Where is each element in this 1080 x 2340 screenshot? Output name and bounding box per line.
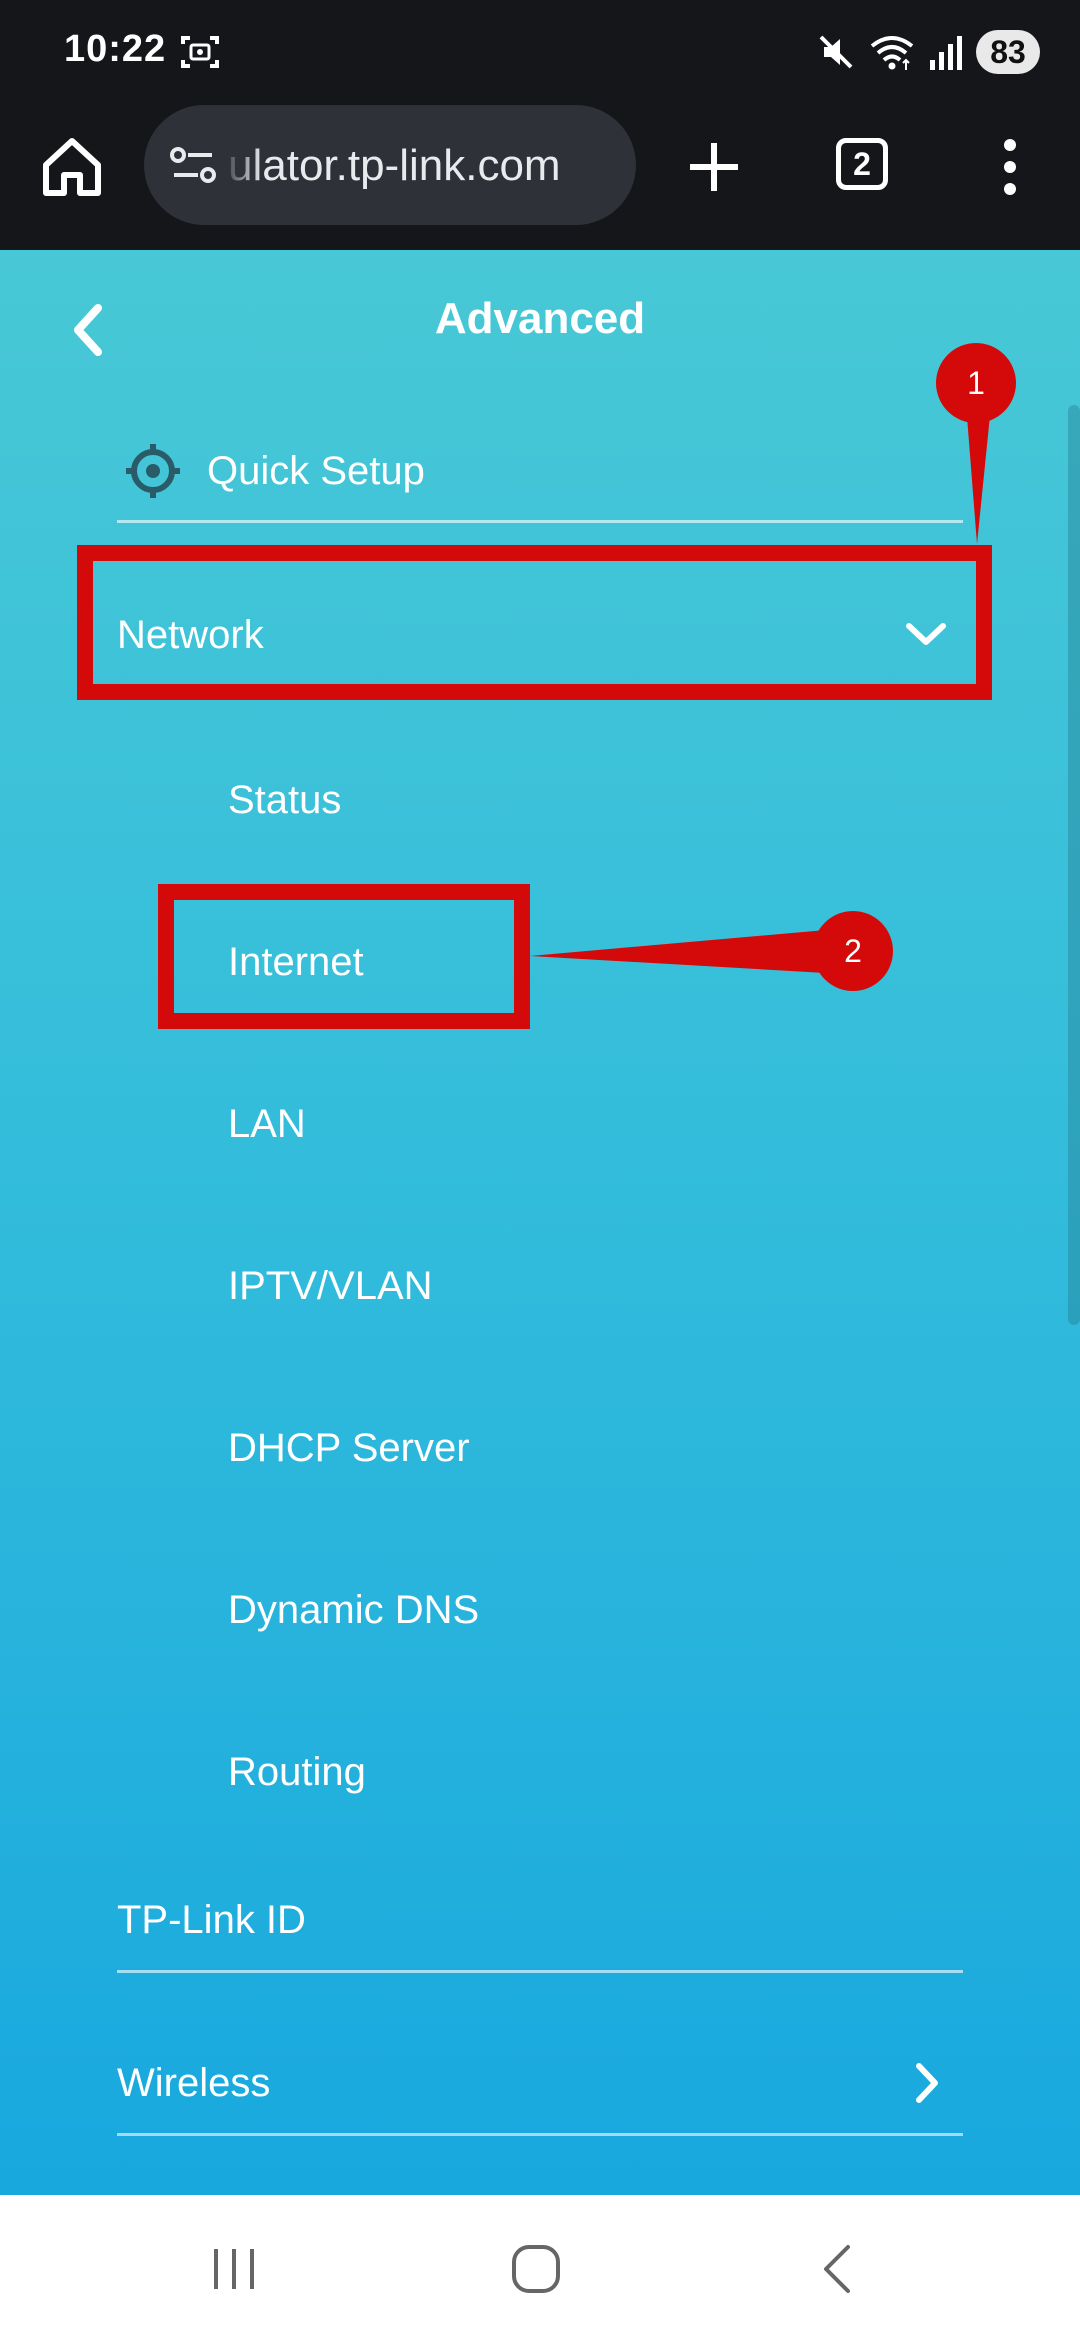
page-scrollbar[interactable] — [1068, 405, 1080, 1325]
wireless-label: Wireless — [117, 2060, 271, 2105]
signal-icon — [930, 36, 962, 70]
network-label: Network — [117, 612, 264, 657]
chevron-right-icon — [916, 2063, 938, 2103]
home-icon[interactable] — [36, 127, 108, 207]
menu-item-wireless[interactable]: Wireless — [117, 2033, 963, 2136]
chevron-down-icon — [906, 623, 946, 645]
network-highlight-box — [77, 545, 992, 700]
callout-2-badge: 2 — [813, 911, 893, 991]
back-arrow-icon[interactable] — [64, 300, 114, 360]
more-menu-icon[interactable] — [990, 135, 1030, 199]
advanced-menu-page: Advanced Quick Setup Network Status Inte… — [0, 250, 1080, 2195]
submenu-item-dhcp-server[interactable]: DHCP Server — [228, 1425, 470, 1470]
callout-2-pointer — [530, 927, 860, 975]
submenu-item-routing[interactable]: Routing — [228, 1749, 366, 1794]
url-fade — [222, 105, 262, 225]
home-icon[interactable] — [500, 2237, 572, 2301]
wifi-icon — [870, 36, 914, 70]
callout-1-badge: 1 — [936, 343, 1016, 423]
system-nav-bar — [0, 2195, 1080, 2340]
url-text: ulator.tp-link.com — [228, 141, 561, 190]
mute-icon — [819, 35, 853, 69]
tab-switcher-icon[interactable]: 2 — [836, 138, 888, 190]
gear-icon — [126, 444, 180, 498]
page-title: Advanced — [434, 294, 646, 343]
quick-setup-label: Quick Setup — [207, 448, 425, 493]
submenu-item-lan[interactable]: LAN — [228, 1101, 306, 1146]
recents-icon[interactable] — [198, 2237, 270, 2301]
menu-item-quick-setup[interactable]: Quick Setup — [117, 422, 963, 523]
tplink-id-label: TP-Link ID — [117, 1897, 306, 1942]
status-icons: 83 — [816, 28, 1040, 76]
internet-highlight-box — [158, 884, 530, 1029]
site-settings-icon[interactable] — [168, 143, 218, 187]
menu-item-network[interactable]: Network — [117, 585, 963, 685]
address-bar[interactable]: ulator.tp-link.com — [144, 105, 636, 225]
submenu-item-iptv-vlan[interactable]: IPTV/VLAN — [228, 1263, 433, 1308]
submenu-item-dynamic-dns[interactable]: Dynamic DNS — [228, 1587, 480, 1632]
battery-icon: 83 — [976, 30, 1040, 74]
submenu-item-internet[interactable]: Internet — [228, 939, 364, 984]
submenu-item-status[interactable]: Status — [228, 777, 342, 822]
status-bar: 10:22 83 — [0, 0, 1080, 105]
screenshot-icon — [181, 36, 219, 68]
status-time: 10:22 — [64, 28, 167, 70]
menu-item-tplink-id[interactable]: TP-Link ID — [117, 1870, 963, 1973]
new-tab-icon[interactable] — [682, 135, 746, 199]
browser-toolbar: ulator.tp-link.com 2 — [0, 105, 1080, 250]
back-icon[interactable] — [802, 2237, 874, 2301]
